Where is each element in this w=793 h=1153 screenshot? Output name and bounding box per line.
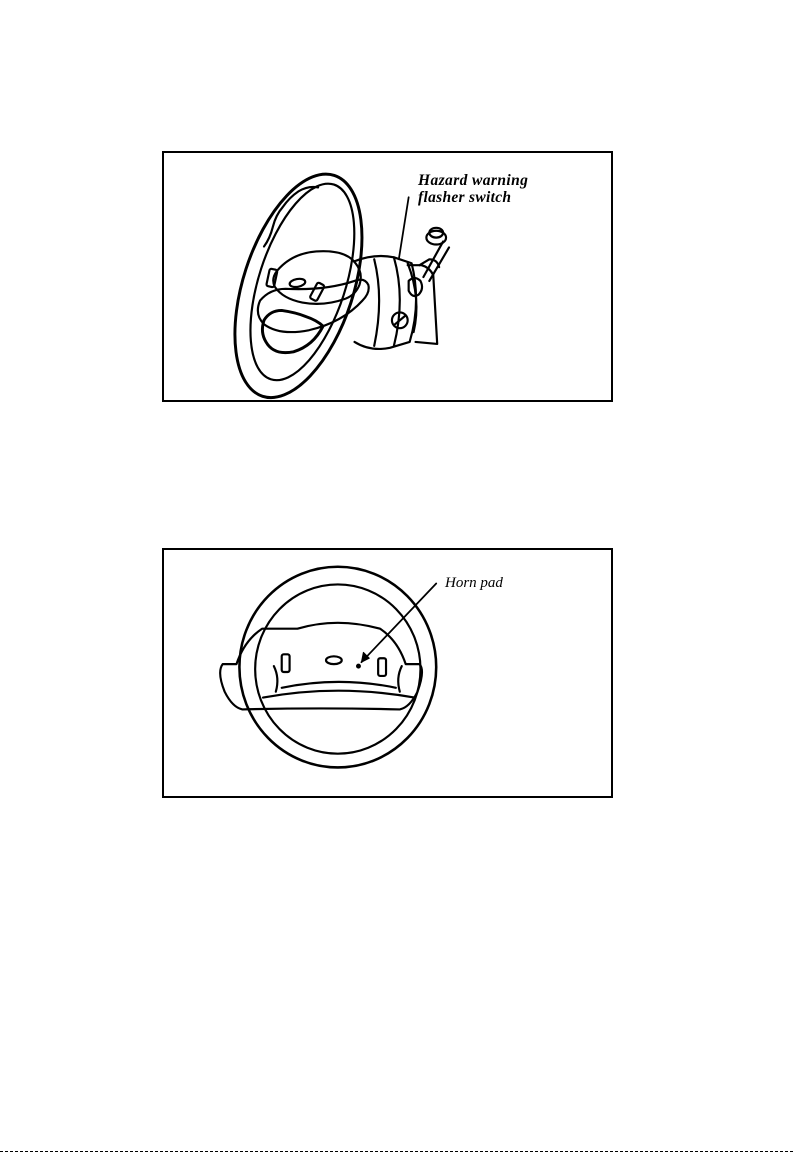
hazard-switch-figure: Hazard warning flasher switch xyxy=(162,151,613,402)
steering-column-illustration xyxy=(164,153,611,400)
horn-pad-callout: Horn pad xyxy=(445,575,503,592)
horn-pad-figure: Horn pad xyxy=(162,548,613,798)
hazard-switch-callout-line1: Hazard warning xyxy=(418,172,528,189)
steering-wheel-illustration xyxy=(164,550,611,796)
page-bottom-rule xyxy=(0,1151,793,1152)
hazard-switch-callout-line2: flasher switch xyxy=(418,189,511,206)
